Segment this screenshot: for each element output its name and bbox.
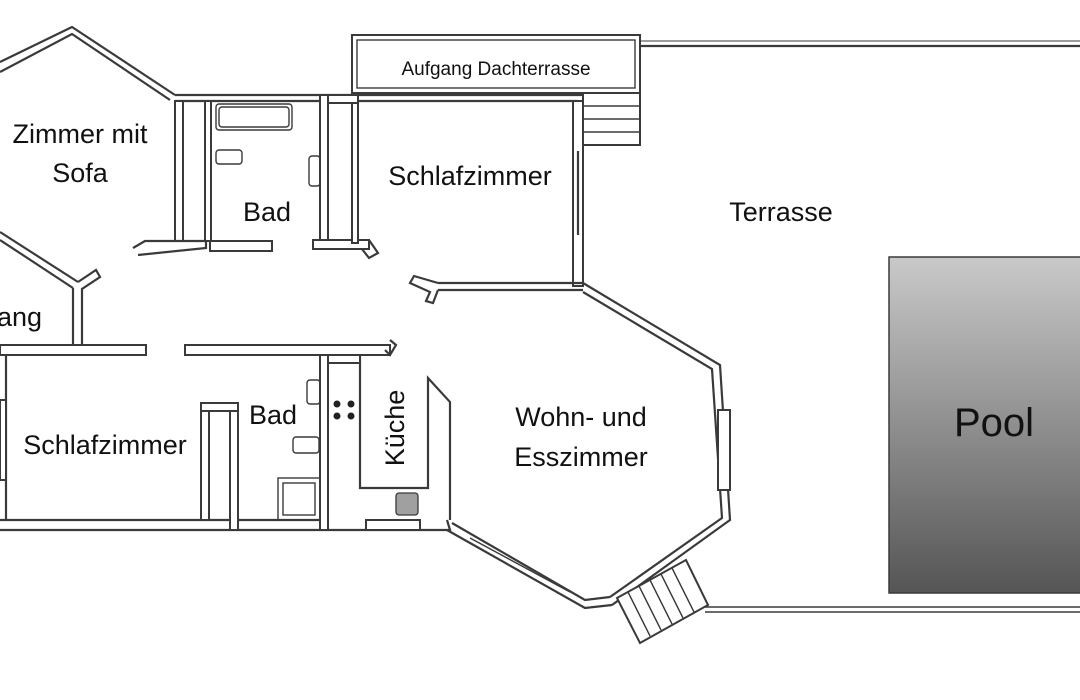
terrace-outline	[640, 40, 1080, 613]
fixtures	[215, 103, 419, 521]
room-label-eingang: ang	[0, 302, 42, 332]
room-label-bad-upper: Bad	[243, 197, 291, 227]
pool	[888, 256, 1080, 594]
stairs-label-aufgang: Aufgang Dachterrasse	[401, 59, 590, 80]
room-label-zimmer-sofa-line2: Sofa	[52, 158, 109, 188]
room-label-kueche: Küche	[380, 390, 410, 467]
room-label-pool: Pool	[954, 401, 1034, 445]
room-label-terrasse: Terrasse	[729, 197, 833, 227]
room-label-bad-lower: Bad	[249, 400, 297, 430]
entrance-stairs	[615, 558, 710, 645]
room-label-zimmer-sofa-line1: Zimmer mit	[13, 119, 148, 149]
roof-terrace-stairs	[351, 34, 641, 146]
room-label-schlafzimmer-upper: Schlafzimmer	[388, 161, 552, 191]
walls	[0, 25, 732, 610]
room-label-wohn-line2: Esszimmer	[514, 442, 648, 472]
room-label-wohn-line1: Wohn- und	[515, 402, 647, 432]
room-label-schlafzimmer-lower: Schlafzimmer	[23, 430, 187, 460]
